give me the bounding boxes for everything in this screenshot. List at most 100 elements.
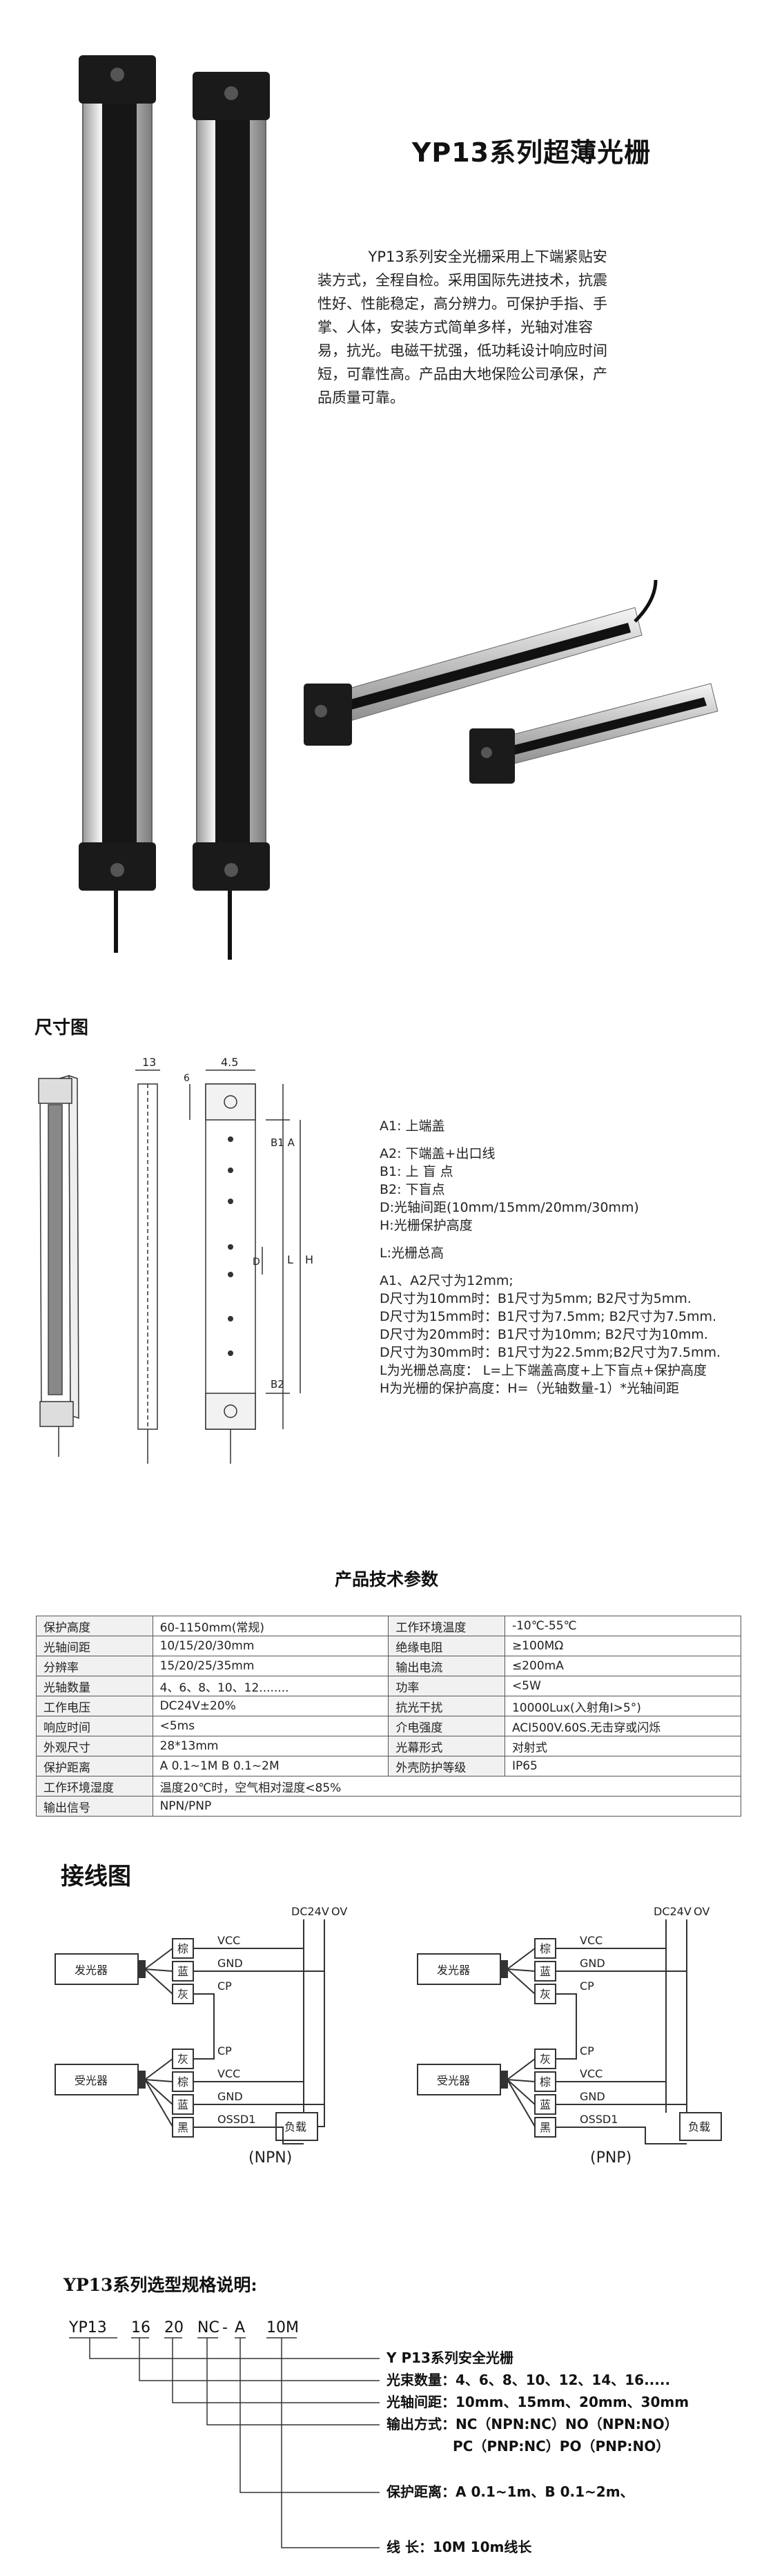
sel-beams-desc: 光束数量：4、6、8、10、12、14、16..... bbox=[386, 2372, 670, 2388]
pnp-sig-vcc-rx: VCC bbox=[580, 2067, 603, 2080]
pnp-color-blue: 蓝 bbox=[540, 1965, 551, 1978]
code-series: YP13 bbox=[68, 2319, 107, 2336]
wiring-diagram-pnp: DC24V OV 发光器 受光器 棕 蓝 灰 灰 棕 蓝 黑 VCC GND C… bbox=[417, 1906, 722, 2167]
pnp-sig-cp-rx: CP bbox=[580, 2044, 594, 2057]
spec-key: 光轴数量 bbox=[36, 1676, 153, 1696]
npn-color-grey: 灰 bbox=[177, 1988, 188, 2001]
spec-key: 分辨率 bbox=[36, 1656, 153, 1676]
intro-paragraph: YP13系列安全光栅采用上下端紧贴安装方式，全程自检。采用国际先进技术，抗震性好… bbox=[317, 249, 607, 406]
light-curtain-bar-left bbox=[79, 55, 156, 953]
npn-color-brown: 棕 bbox=[177, 1942, 188, 1955]
spec-key: 外壳防护等级 bbox=[388, 1756, 505, 1776]
pnp-color-brown-rx: 棕 bbox=[540, 2075, 551, 2089]
pnp-color-black-rx: 黑 bbox=[540, 2121, 551, 2134]
note-d20: D尺寸为20mm时：B1尺寸为10mm; B2尺寸为10mm. bbox=[380, 1327, 708, 1342]
code-cable: 10M bbox=[266, 2319, 299, 2336]
npn-supply-neg: OV bbox=[331, 1906, 347, 1918]
pnp-color-grey: 灰 bbox=[540, 1988, 551, 2001]
iso-sketch bbox=[38, 1074, 79, 1457]
sel-range-desc: 保护距离：A 0.1~1m、B 0.1~2m、 bbox=[386, 2483, 634, 2500]
npn-sig-gnd: GND bbox=[217, 1957, 243, 1970]
spec-key: 光幕形式 bbox=[388, 1736, 505, 1756]
wiring-diagram-npn: DC24V OV 发光器 受光器 棕 蓝 灰 灰 棕 蓝 黑 VCC GND C… bbox=[55, 1906, 347, 2167]
npn-caption: (NPN) bbox=[248, 2149, 292, 2167]
label-b1a: B1 A bbox=[271, 1136, 295, 1149]
note-l-formula: L为光栅总高度： L=上下端盖高度+上下盲点+保护高度 bbox=[380, 1363, 707, 1378]
angled-bar-back bbox=[304, 580, 658, 746]
product-photo-angled-bars bbox=[304, 580, 718, 784]
npn-sig-cp: CP bbox=[217, 1979, 232, 1993]
spec-value: IP65 bbox=[504, 1756, 742, 1776]
npn-receiver-label: 受光器 bbox=[75, 2074, 108, 2087]
pnp-color-grey-rx: 灰 bbox=[540, 2053, 551, 2066]
front-view bbox=[189, 1069, 301, 1464]
note-h-formula: H为光栅的保护高度：H=（光轴数量-1）*光轴间距 bbox=[380, 1381, 679, 1396]
spec-key: 外观尺寸 bbox=[36, 1736, 153, 1756]
label-b2: B2 bbox=[271, 1378, 284, 1391]
npn-color-black-rx: 黑 bbox=[177, 2121, 188, 2134]
spec-value: 温度20℃时，空气相对湿度<85% bbox=[152, 1776, 742, 1797]
width-label: 13 bbox=[142, 1056, 156, 1069]
spec-value: -10℃-55℃ bbox=[504, 1616, 742, 1636]
dimension-drawing: 13 4.5 6 B1 A H L D B2 bbox=[38, 1056, 313, 1464]
npn-sig-vcc: VCC bbox=[217, 1934, 240, 1947]
npn-sig-gnd-rx: GND bbox=[217, 2090, 243, 2103]
spec-value: ≤200mA bbox=[504, 1656, 742, 1676]
spec-value: DC24V±20% bbox=[152, 1696, 389, 1716]
sel-pitch-desc: 光轴间距：10mm、15mm、20mm、30mm bbox=[386, 2394, 689, 2410]
code-range: A bbox=[235, 2319, 245, 2336]
spec-key: 功率 bbox=[388, 1676, 505, 1696]
note-h: H:光栅保护高度 bbox=[380, 1218, 473, 1233]
spec-value: 10/15/20/30mm bbox=[152, 1636, 389, 1656]
angled-bar-front bbox=[469, 683, 718, 784]
dimension-notes: A1: 上端盖 A2: 下端盖+出口线 B1: 上 盲 点 B2: 下盲点 D:… bbox=[380, 1117, 738, 1397]
pnp-sig-cp: CP bbox=[580, 1979, 594, 1993]
spec-value: A 0.1~1M B 0.1~2M bbox=[152, 1756, 389, 1776]
code-output: NC bbox=[197, 2319, 219, 2336]
spec-key: 工作环境湿度 bbox=[36, 1776, 153, 1797]
npn-sig-cp-rx: CP bbox=[217, 2044, 232, 2057]
npn-load-label: 负载 bbox=[284, 2120, 306, 2133]
side-view bbox=[135, 1069, 160, 1464]
note-d10: D尺寸为10mm时：B1尺寸为5mm; B2尺寸为5mm. bbox=[380, 1291, 692, 1306]
label-d: D bbox=[253, 1257, 260, 1268]
pnp-supply-pos: DC24V bbox=[654, 1906, 692, 1918]
depth-label: 4.5 bbox=[221, 1056, 238, 1069]
spec-key: 光轴间距 bbox=[36, 1636, 153, 1656]
spec-value: 对射式 bbox=[504, 1736, 742, 1756]
npn-color-grey-rx: 灰 bbox=[177, 2053, 188, 2066]
spec-value: <5W bbox=[504, 1676, 742, 1696]
pnp-sig-ossd1: OSSD1 bbox=[580, 2113, 618, 2126]
pnp-emitter-label: 发光器 bbox=[437, 1964, 470, 1977]
npn-sig-ossd1: OSSD1 bbox=[217, 2113, 255, 2126]
note-d15: D尺寸为15mm时：B1尺寸为7.5mm; B2尺寸为7.5mm. bbox=[380, 1309, 717, 1324]
spec-key: 工作环境温度 bbox=[388, 1616, 505, 1636]
code-dash: - bbox=[222, 2319, 228, 2336]
offset-label: 6 bbox=[184, 1073, 190, 1084]
spec-value: ACI500V.60S.无击穿或闪烁 bbox=[504, 1716, 742, 1736]
spec-value: NPN/PNP bbox=[152, 1796, 742, 1817]
npn-color-brown-rx: 棕 bbox=[177, 2075, 188, 2089]
spec-value: 15/20/25/35mm bbox=[152, 1656, 389, 1676]
npn-emitter-label: 发光器 bbox=[75, 1964, 108, 1977]
spec-value: 4、6、8、10、12........ bbox=[152, 1676, 389, 1696]
spec-key: 工作电压 bbox=[36, 1696, 153, 1716]
selection-heading: YP13系列选型规格说明: bbox=[63, 2275, 257, 2295]
note-a1: A1: 上端盖 bbox=[380, 1118, 445, 1134]
note-d: D:光轴间距(10mm/15mm/20mm/30mm) bbox=[380, 1200, 639, 1215]
note-a-size: A1、A2尺寸为12mm; bbox=[380, 1273, 513, 1288]
spec-value: 10000Lux(入射角I>5°) bbox=[504, 1696, 742, 1716]
note-d30: D尺寸为30mm时：B1尺寸为22.5mm;B2尺寸为7.5mm. bbox=[380, 1345, 721, 1360]
pnp-load-label: 负载 bbox=[688, 2120, 710, 2133]
pnp-supply-neg: OV bbox=[694, 1906, 710, 1918]
wiring-heading: 接线图 bbox=[61, 1863, 131, 1890]
spec-value: 60-1150mm(常规) bbox=[152, 1616, 389, 1636]
pnp-sig-vcc: VCC bbox=[580, 1934, 603, 1947]
spec-key: 介电强度 bbox=[388, 1716, 505, 1736]
